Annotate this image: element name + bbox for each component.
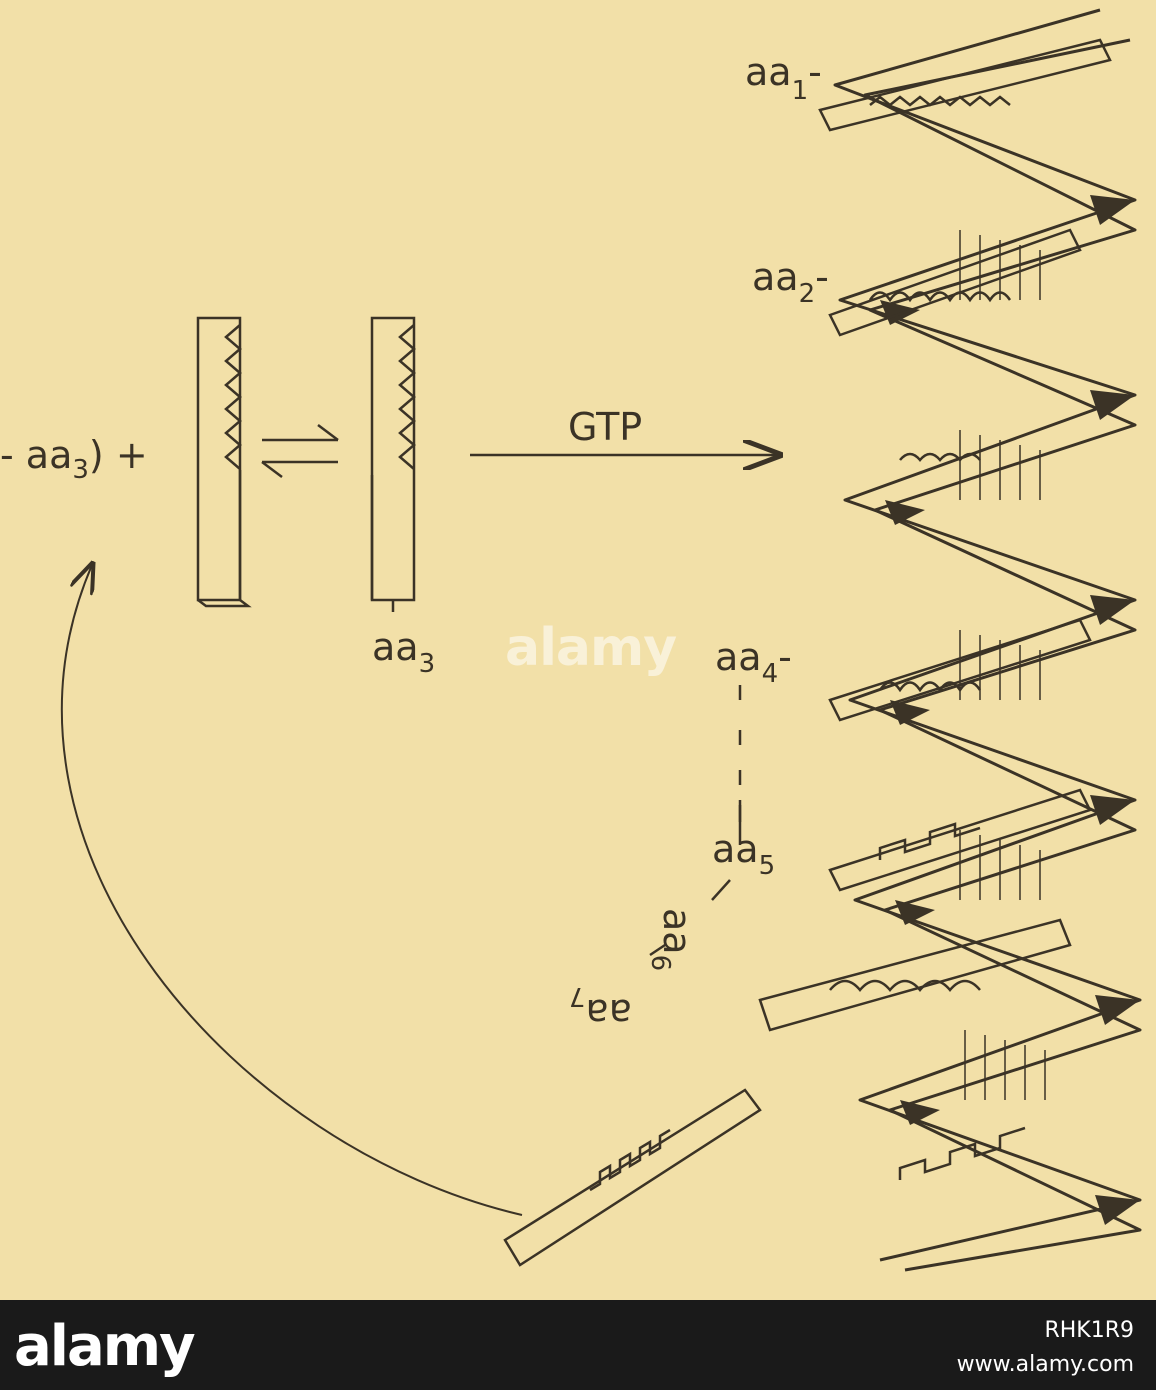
alamy-logo: alamy xyxy=(14,1314,196,1379)
footer-url: www.alamy.com xyxy=(956,1352,1134,1377)
free-adaptor xyxy=(196,316,252,608)
recycle-arrow xyxy=(61,565,523,1216)
helix-ribbon xyxy=(833,8,1142,1272)
discarded-adaptor xyxy=(503,1088,762,1267)
charged-adaptor xyxy=(370,316,416,612)
aa2-label: aa2- xyxy=(752,255,829,309)
left-fragment-label: - aa3) + xyxy=(0,433,148,485)
watermark-center: alamy xyxy=(505,618,677,678)
helix-adaptors xyxy=(758,38,1112,1180)
aa4-label: aa4- xyxy=(715,635,792,689)
ribosome-helix-diagram: - aa3) + aa3 GTP aa1- aa2- aa4- aa5 aa6 … xyxy=(0,8,1142,1272)
bound-aa3-label: aa3 xyxy=(372,625,435,679)
peptide-bonds xyxy=(649,685,742,957)
watermark-footer: alamy RHK1R9 www.alamy.com xyxy=(0,1300,1156,1390)
image-id: RHK1R9 xyxy=(1044,1318,1134,1343)
helix-hatching xyxy=(959,230,1046,1100)
aa1-label: aa1- xyxy=(745,50,822,106)
gtp-label: GTP xyxy=(568,405,642,449)
aa6-label: aa6 xyxy=(645,908,699,971)
equilibrium-arrows xyxy=(261,424,339,478)
aa5-label: aa5 xyxy=(712,827,775,881)
aa7-label: aa7 xyxy=(569,981,632,1035)
diagram-canvas: - aa3) + aa3 GTP aa1- aa2- aa4- aa5 aa6 … xyxy=(0,8,1142,1272)
